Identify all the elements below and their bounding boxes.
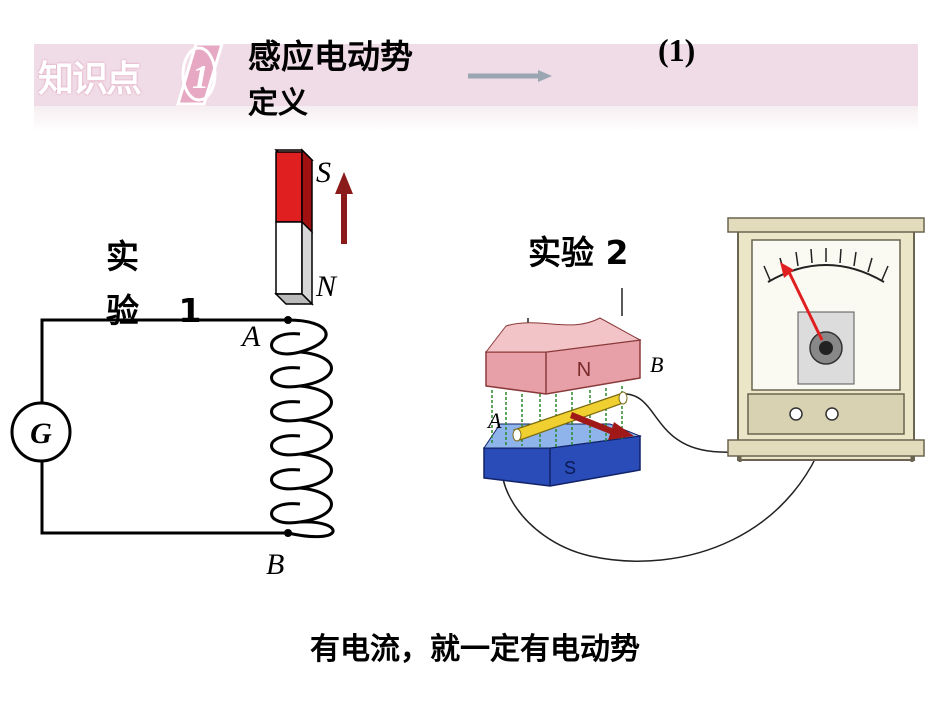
page-subtitle: 定义 [248, 86, 308, 121]
experiment-1-label: 实 验 1 [106, 237, 216, 330]
badge-number-icon [175, 42, 225, 106]
upward-motion-arrow-icon [335, 172, 353, 244]
coil-icon [270, 318, 335, 539]
conductor-rod-icon [512, 391, 628, 442]
page-title: 感应电动势 [248, 37, 413, 76]
galvanometer-label: G [30, 417, 52, 450]
magnet-north-label: N [316, 270, 337, 303]
rod-point-a-label: A [488, 408, 502, 433]
north-pole-label: N [577, 359, 591, 381]
voltmeter-icon [727, 217, 925, 462]
knowledge-point-badge: 知识点 [38, 59, 142, 100]
magnet-south-label: S [316, 156, 331, 189]
galvanometer-icon [10, 401, 72, 463]
experiment-2-label: 实验 2 [528, 233, 629, 272]
coil-point-b-label: B [266, 548, 285, 581]
circuit-wires [40, 318, 288, 535]
section-number: (1) [658, 32, 696, 68]
point-a-dot [284, 316, 292, 324]
coil-point-a-label: A [242, 320, 261, 353]
bar-magnet-icon [274, 148, 314, 306]
north-magnet-icon [484, 317, 642, 395]
badge-number: 1 [192, 59, 209, 96]
rod-motion-arrow-icon [570, 412, 634, 440]
banner-shadow [34, 106, 918, 132]
south-pole-label: S [564, 458, 576, 478]
rod-point-b-label: B [650, 352, 664, 377]
conclusion-caption: 有电流，就一定有电动势 [310, 632, 640, 667]
point-b-dot [284, 529, 292, 537]
title-arrow-icon [468, 70, 552, 82]
